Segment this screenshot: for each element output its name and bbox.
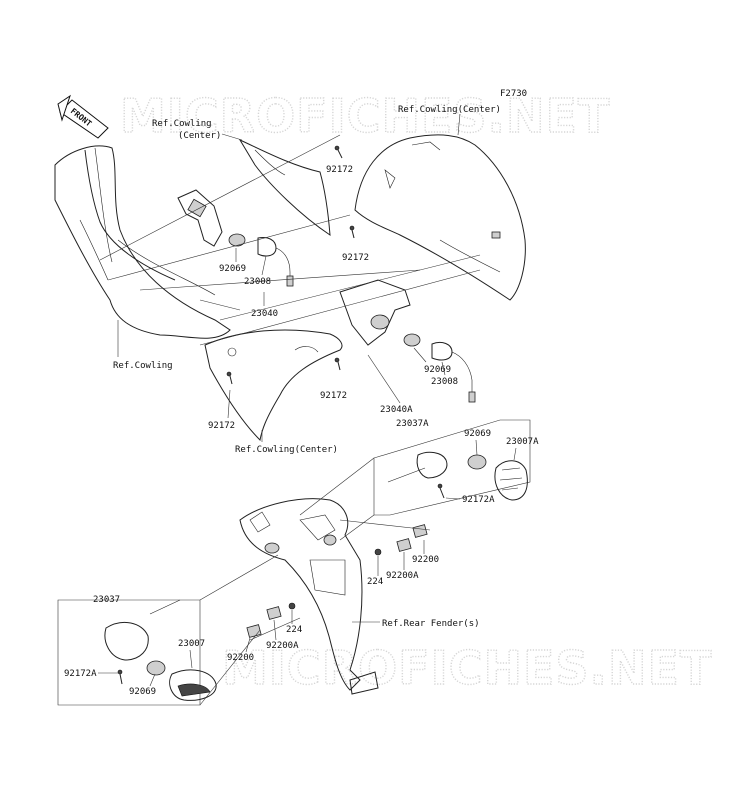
part-92172-b: 92172: [342, 253, 369, 263]
part-92200-b: 92200: [227, 653, 254, 663]
screw-92172-a: [334, 145, 343, 159]
part-224-b: 224: [286, 625, 302, 635]
projection-lines-upper: [99, 134, 481, 346]
part-23007A: 23007A: [506, 437, 539, 447]
ref-cowling-center-bottom: Ref.Cowling(Center): [235, 445, 338, 455]
part-23007: 23007: [178, 639, 205, 649]
part-92069-c: 92069: [464, 429, 491, 439]
screw-92172-b: [349, 225, 355, 239]
ref-cowling-center-top-right: Ref.Cowling(Center): [398, 105, 501, 115]
part-92069-d: 92069: [129, 687, 156, 697]
part-23040: 23040: [251, 309, 278, 319]
ref-cowling: Ref.Cowling: [113, 361, 173, 371]
lower-center-cowling: [204, 329, 343, 442]
right-rear-signal-box: [373, 419, 531, 516]
fender-right-clips: [374, 524, 428, 556]
ref-cowling-center-left-line1: Ref.Cowling: [152, 119, 212, 129]
rear-fender-assembly: [239, 498, 379, 695]
fender-left-clips: [246, 602, 296, 638]
ref-rear-fender: Ref.Rear Fender(s): [382, 619, 480, 629]
right-turn-signal-bracket: [339, 279, 476, 403]
screw-92172-d: [334, 357, 341, 371]
part-92172-d: 92172: [320, 391, 347, 401]
front-arrow-icon: FRONT: [57, 94, 109, 139]
part-92172-a: 92172: [326, 165, 353, 175]
part-92172A-a: 92172A: [462, 495, 495, 505]
part-92172-c: 92172: [208, 421, 235, 431]
part-92069-b: 92069: [424, 365, 451, 375]
part-92069-a: 92069: [219, 264, 246, 274]
left-cowling-outline: [54, 145, 231, 339]
watermark-bottom: MICROFICHES.NET: [222, 641, 712, 695]
watermark-top: MICROFICHES.NET: [120, 89, 610, 143]
part-92200-a: 92200: [412, 555, 439, 565]
part-23037A: 23037A: [396, 419, 429, 429]
right-center-cowling: [354, 134, 526, 301]
part-23040A: 23040A: [380, 405, 413, 415]
part-23008-a: 23008: [244, 277, 271, 287]
left-rear-signal-box: [57, 599, 217, 706]
figure-code: F2730: [500, 89, 527, 99]
part-92172A-b: 92172A: [64, 669, 97, 679]
part-23037: 23037: [93, 595, 120, 605]
screw-92172-c: [226, 371, 233, 385]
part-92200A-b: 92200A: [266, 641, 299, 651]
center-cowling-piece: [238, 138, 331, 236]
part-92200A-a: 92200A: [386, 571, 419, 581]
ref-cowling-center-left-line2: (Center): [178, 131, 221, 141]
part-224-a: 224: [367, 577, 383, 587]
part-23008-b: 23008: [431, 377, 458, 387]
left-turn-signal-bracket: [177, 189, 294, 287]
